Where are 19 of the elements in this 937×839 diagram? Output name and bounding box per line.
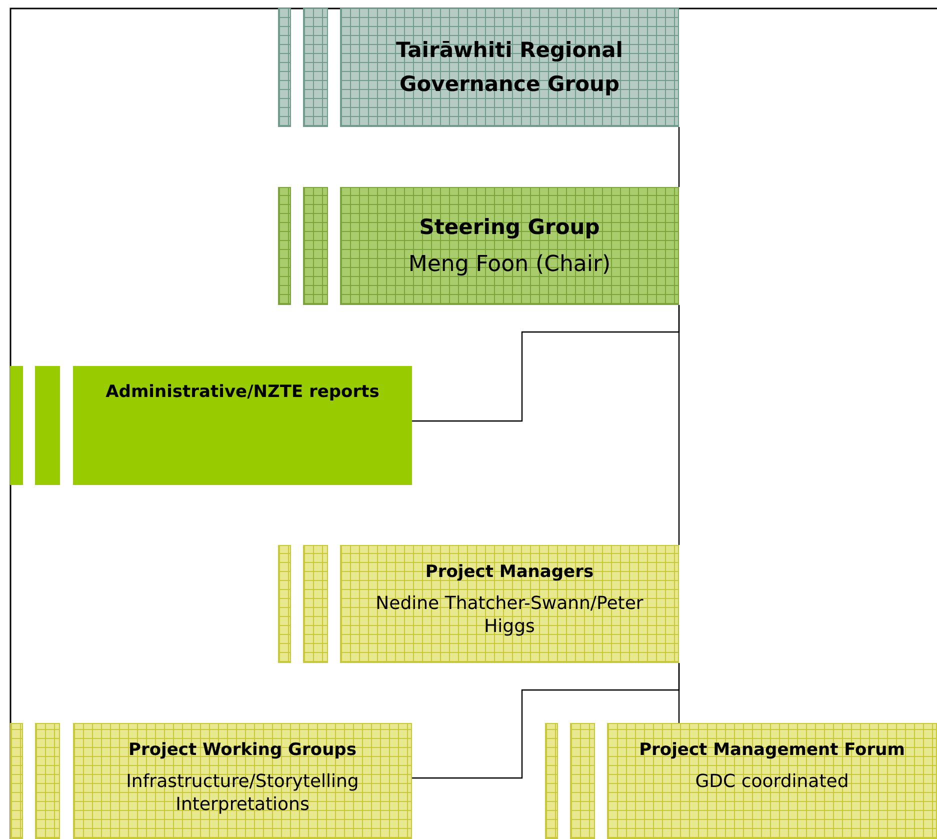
org-box: [340, 187, 679, 305]
box-title: Steering Group: [419, 214, 600, 241]
box-subtitle: Infrastructure/Storytelling Interpretations: [125, 770, 360, 816]
box-title: Project Management Forum: [639, 739, 905, 762]
connector-line: [678, 127, 680, 187]
org-box: [340, 8, 679, 127]
org-box: [73, 366, 412, 485]
box-subtitle: GDC coordinated: [695, 770, 849, 793]
box-subtitle: Meng Foon (Chair): [408, 251, 611, 280]
box-title: Project Managers: [425, 561, 594, 584]
org-box: [73, 723, 412, 839]
box-subtitle: Nedine Thatcher-Swann/Peter Higgs: [374, 592, 644, 638]
box-title: Project Working Groups: [128, 739, 356, 762]
box-title: Tairāwhiti Regional Governance Group: [394, 36, 624, 98]
org-box: [607, 723, 937, 839]
org-box: [340, 545, 679, 663]
connector-line: [678, 305, 680, 545]
connector-line: [678, 663, 680, 723]
box-title: Administrative/NZTE reports: [106, 381, 380, 404]
